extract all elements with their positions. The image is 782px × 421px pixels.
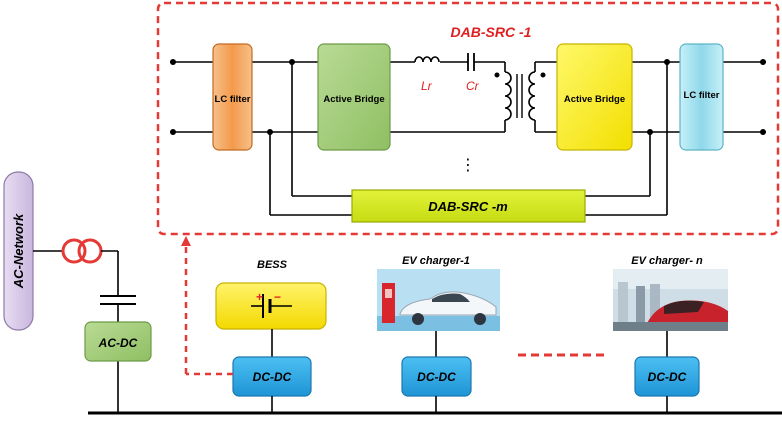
transformer-icon bbox=[504, 71, 536, 121]
inductor-lr-icon bbox=[414, 56, 440, 63]
dcdc-bess-block: DC-DC bbox=[232, 356, 312, 397]
ev-charger-n-label: EV charger- n bbox=[631, 255, 703, 267]
battery-icon bbox=[251, 294, 292, 318]
battery-plus-sign: + bbox=[256, 290, 263, 304]
transformer-dot-right bbox=[540, 72, 546, 78]
dcdc-ev1-label: DC-DC bbox=[417, 370, 456, 384]
lc-filter-left-block: LC filter bbox=[212, 43, 253, 151]
converter-cluster-boundary bbox=[156, 1, 780, 236]
active-bridge-right-block: Active Bridge bbox=[556, 43, 633, 151]
battery-minus-sign: − bbox=[274, 290, 281, 304]
dab-wiring bbox=[170, 61, 766, 216]
lc-filter-right-block: LC filter bbox=[679, 43, 724, 151]
dcdc-evn-label: DC-DC bbox=[648, 370, 687, 384]
ac-transformer-icon bbox=[61, 238, 103, 264]
ac-capacitor-icon bbox=[100, 295, 136, 305]
dab-src-1-label: DAB-SRC -1 bbox=[451, 24, 532, 40]
control-link-arrow bbox=[184, 244, 233, 376]
dab-src-m-label: DAB-SRC -m bbox=[428, 199, 508, 214]
transformer-dot-left bbox=[494, 72, 500, 78]
active-bridge-left-block: Active Bridge bbox=[317, 43, 391, 151]
ac-dc-feeder-wire bbox=[101, 250, 119, 413]
active-bridge-left-label: Active Bridge bbox=[323, 94, 384, 105]
dcdc-evn-block: DC-DC bbox=[634, 356, 700, 397]
lr-label: Lr bbox=[421, 79, 433, 93]
ev-charger-1-label: EV charger-1 bbox=[402, 255, 470, 267]
ac-dc-label: AC-DC bbox=[98, 336, 138, 350]
ac-network-block: AC-Network bbox=[3, 171, 34, 331]
ac-dc-block: AC-DC bbox=[84, 321, 152, 362]
lc-filter-right-label: LC filter bbox=[684, 90, 720, 101]
bess-label: BESS bbox=[257, 259, 288, 271]
cr-label: Cr bbox=[466, 79, 480, 93]
dcdc-bess-label: DC-DC bbox=[253, 370, 292, 384]
ac-network-label: AC-Network bbox=[11, 213, 26, 289]
ev-charger-1-image bbox=[377, 269, 500, 331]
vertical-ellipsis: ⋮ bbox=[460, 157, 476, 174]
active-bridge-right-label: Active Bridge bbox=[564, 94, 625, 105]
control-link-arrowhead-icon bbox=[181, 236, 191, 246]
dcdc-bus-drops bbox=[271, 396, 668, 413]
lc-filter-left-label: LC filter bbox=[215, 94, 251, 105]
capacitor-cr-icon bbox=[467, 53, 475, 71]
dcdc-ev1-block: DC-DC bbox=[401, 356, 472, 397]
dab-src-m-block: DAB-SRC -m bbox=[351, 189, 586, 223]
wire-junction-dots bbox=[170, 59, 766, 135]
ev-charger-n-image bbox=[613, 269, 728, 331]
